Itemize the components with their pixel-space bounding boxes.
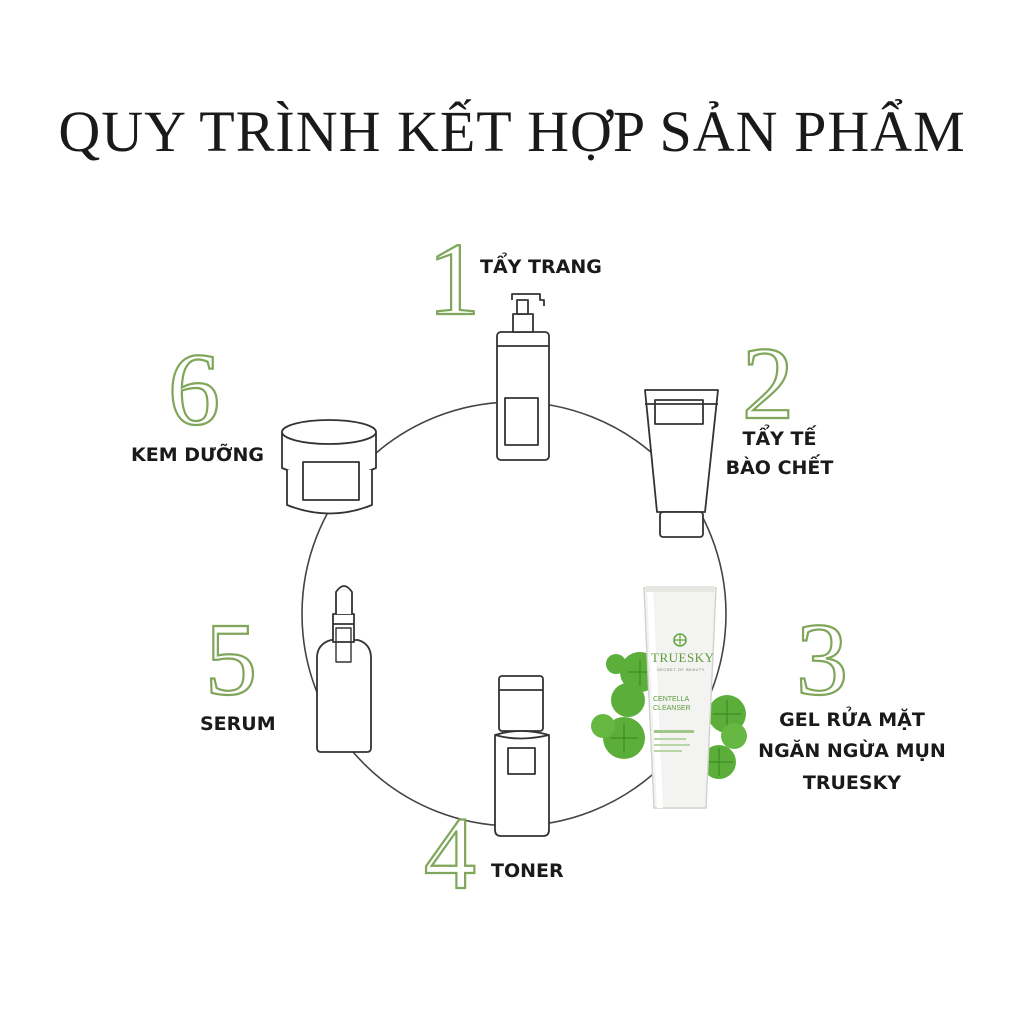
step-6-label: KEM DƯỠNG: [131, 444, 264, 466]
step-1-number: 1: [427, 222, 481, 337]
dropper-bottle-icon: [316, 585, 372, 753]
tube-icon: [644, 389, 719, 538]
step-6-number: 6: [167, 332, 221, 447]
step-3-label-line: TRUESKY: [802, 771, 902, 794]
cream-jar-icon: [281, 419, 377, 515]
toner-bottle-icon: [494, 675, 550, 837]
step-2-number: 2: [741, 326, 795, 441]
step-5-label: SERUM: [200, 713, 276, 735]
pump-bottle-icon: [496, 293, 550, 461]
product-tagline: SECRET OF BEAUTY: [657, 667, 705, 672]
step-2-label-line: BÀO CHẾT: [725, 456, 834, 479]
step-5-number: 5: [204, 602, 258, 717]
step-3-number: 3: [795, 602, 849, 717]
step-1-label: TẨY TRANG: [480, 256, 602, 278]
step-2-label: TẨY TẾ BÀO CHẾT: [722, 425, 837, 482]
step-4-number: 4: [423, 796, 477, 911]
product-name-line2: CLEANSER: [653, 705, 691, 712]
step-4-label: TONER: [491, 860, 564, 882]
truesky-cleanser-product: [591, 586, 747, 809]
page-title: QUY TRÌNH KẾT HỢP SẢN PHẨM: [58, 99, 966, 164]
step-3-label: GEL RỬA MẶT NGĂN NGỪA MỤN TRUESKY: [752, 705, 952, 799]
product-brand: TRUESKY: [651, 650, 715, 665]
step-2-label-line: TẨY TẾ: [742, 428, 817, 450]
step-3-label-line: NGĂN NGỪA MỤN: [758, 740, 946, 763]
step-3-label-line: GEL RỬA MẶT: [779, 709, 925, 731]
product-name-line1: CENTELLA: [653, 696, 690, 703]
